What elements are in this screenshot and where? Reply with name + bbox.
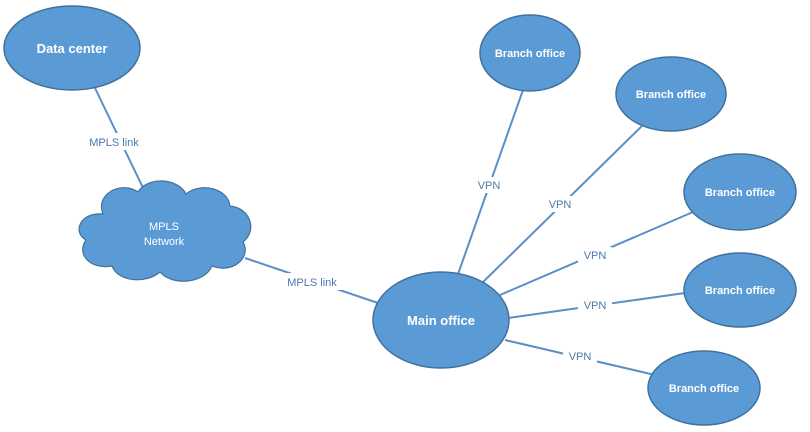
node-label-branch-5: Branch office (669, 383, 739, 395)
cloud-icon (78, 180, 252, 282)
edge-labels: MPLS link MPLS link VPN VPN VPN VPN VPN (78, 133, 612, 364)
edge-label-branch-5: VPN (569, 351, 592, 363)
edge-label-branch-2: VPN (549, 199, 572, 211)
cloud-label-line2: Network (144, 236, 185, 248)
node-label-data-center: Data center (37, 41, 108, 56)
node-label-branch-1: Branch office (495, 48, 565, 60)
node-branch-5: Branch office (647, 350, 761, 426)
node-label-branch-3: Branch office (705, 187, 775, 199)
edge-label-branch-4: VPN (584, 300, 607, 312)
node-branch-4: Branch office (683, 252, 797, 328)
cloud-label-line1: MPLS (149, 221, 179, 233)
node-data-center: Data center (3, 5, 141, 91)
node-label-branch-2: Branch office (636, 89, 706, 101)
mpls-cloud: MPLS Network (78, 180, 252, 282)
node-branch-2: Branch office (615, 56, 727, 132)
node-label-main-office: Main office (407, 313, 475, 328)
edge-label-branch-1: VPN (478, 180, 501, 192)
node-branch-1: Branch office (479, 14, 581, 92)
node-branch-3: Branch office (683, 153, 797, 231)
edge-label-dc-mpls: MPLS link (89, 137, 139, 149)
edge-label-mpls-main: MPLS link (287, 277, 337, 289)
node-main-office: Main office (372, 271, 510, 369)
node-label-branch-4: Branch office (705, 285, 775, 297)
edge-label-branch-3: VPN (584, 250, 607, 262)
